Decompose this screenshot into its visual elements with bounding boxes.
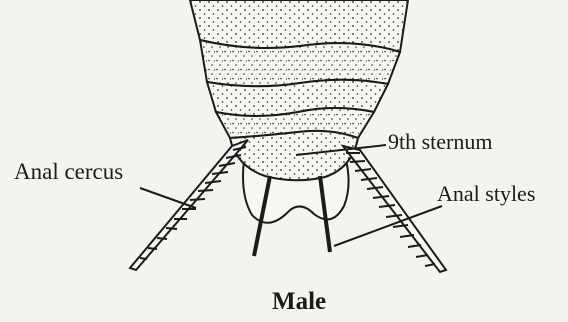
label-anal-styles: Anal styles (437, 183, 535, 205)
label-anal-cercus: Anal cercus (14, 160, 123, 183)
figure-caption: Male (272, 289, 326, 314)
anal-cercus-right (343, 146, 446, 272)
leader-anal-styles (334, 206, 442, 246)
abdominal-segment-2 (200, 40, 400, 86)
label-ninth-sternum: 9th sternum (388, 131, 493, 153)
